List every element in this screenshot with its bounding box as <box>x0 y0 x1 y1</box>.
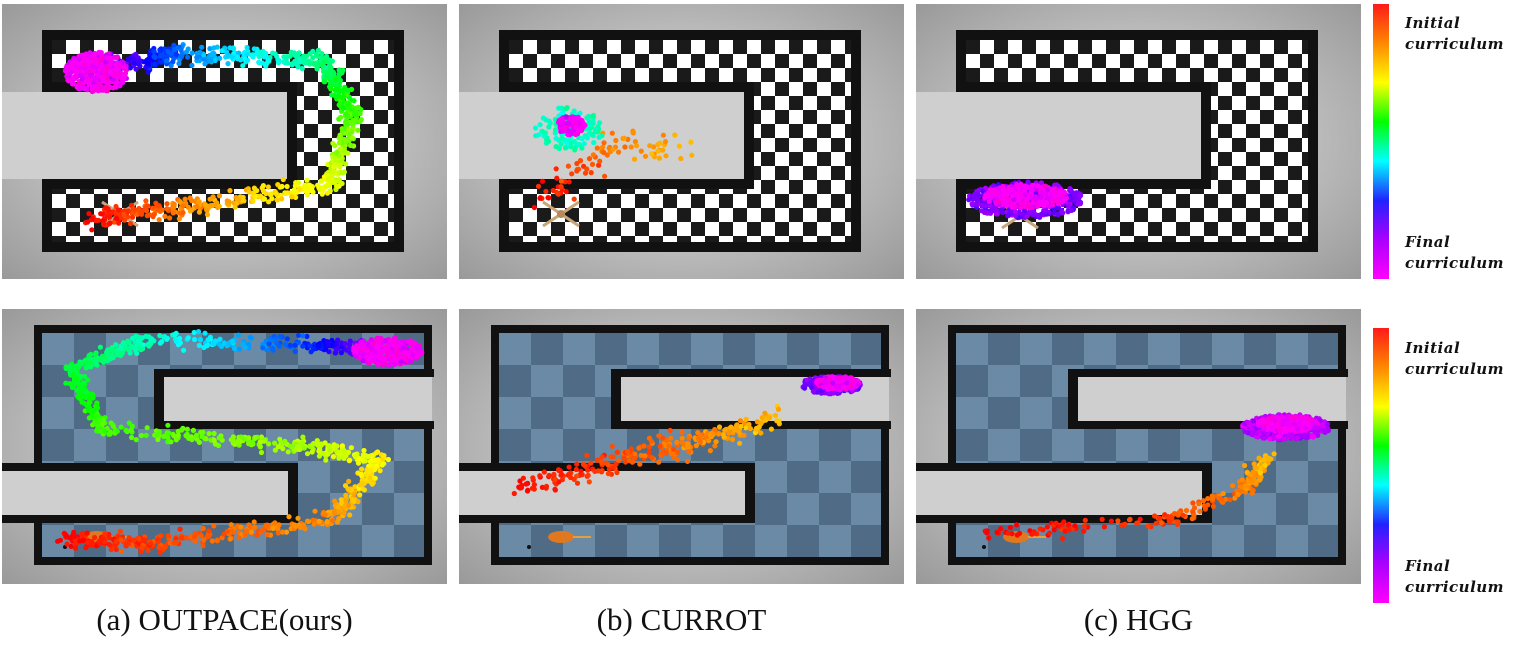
panel-u-maze-hgg <box>916 4 1361 279</box>
point-agent-icon <box>527 531 591 549</box>
colorbar-top-final-label: Final curriculum <box>1405 233 1505 272</box>
colorbar-top <box>1373 4 1389 279</box>
panel-u-maze-currot <box>459 4 904 279</box>
caption-hgg: (c) HGG <box>1083 602 1194 637</box>
colorbar-bottom-final-label: Final curriculum <box>1405 557 1505 596</box>
colorbar-top-initial-label: Initial curriculum <box>1405 14 1505 53</box>
panel-s-maze-currot <box>459 309 904 584</box>
colorbar-bottom-initial-label: Initial curriculum <box>1405 339 1505 378</box>
caption-outpace: (a) OUTPACE(ours) <box>96 602 353 637</box>
caption-currot: (b) CURROT <box>596 602 767 637</box>
colorbar-bottom <box>1373 328 1389 603</box>
panel-s-maze-hgg <box>916 309 1361 584</box>
ant-icon <box>542 200 580 228</box>
panel-s-maze-outpace <box>2 309 447 584</box>
panel-u-maze-outpace <box>2 4 447 279</box>
